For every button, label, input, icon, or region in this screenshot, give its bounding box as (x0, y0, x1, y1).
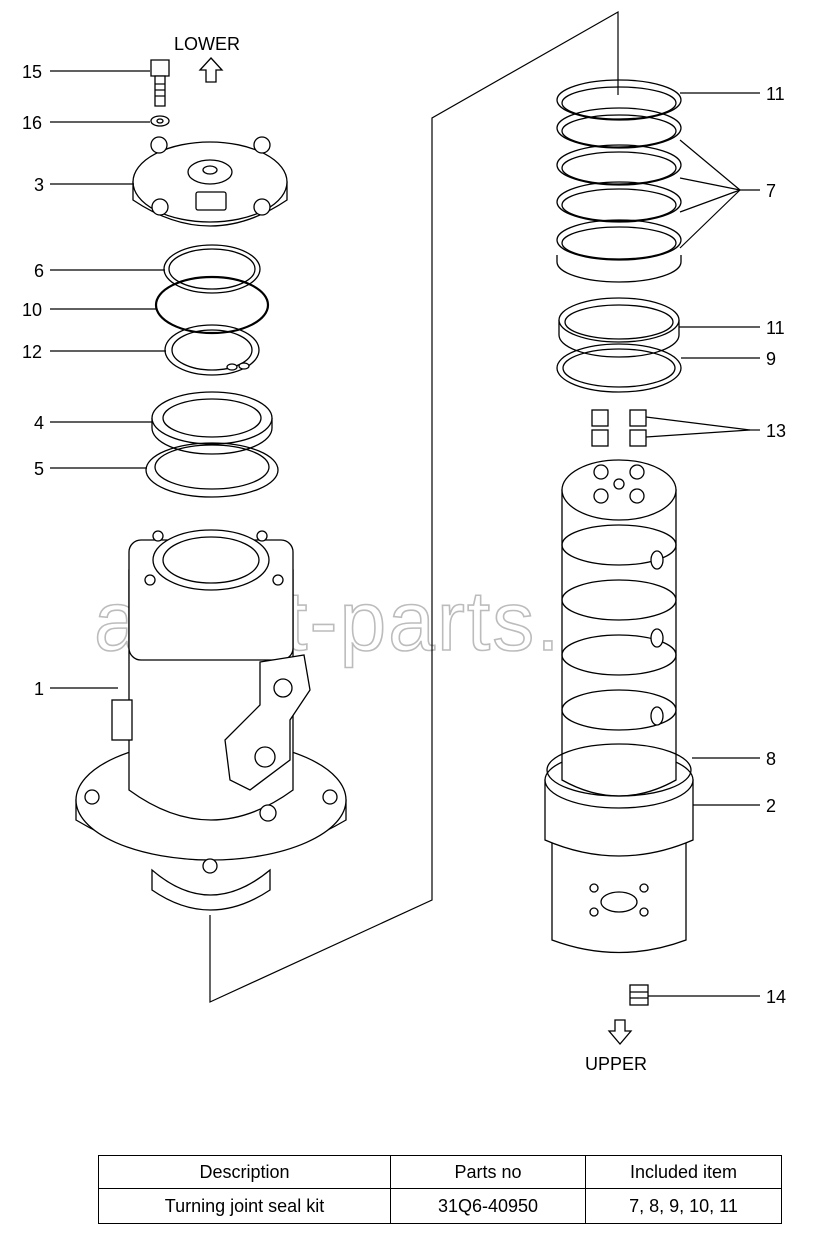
upper-label: UPPER (585, 1054, 647, 1074)
exploded-parts-diagram: ansat-parts.ru LOWER UPPER (22, 10, 786, 1074)
cell-parts-no: 31Q6-40950 (390, 1188, 586, 1224)
callout-12: 12 (22, 342, 42, 362)
callout-6: 6 (34, 261, 44, 281)
cell-description: Turning joint seal kit (98, 1188, 391, 1224)
o-ring-part-9 (556, 343, 682, 393)
callout-11-top: 11 (766, 84, 785, 104)
arrow-up-icon (198, 57, 224, 83)
o-ring-part-6 (163, 244, 261, 294)
leader-lines (50, 70, 760, 997)
seal-rings-part-7-11 (556, 79, 682, 283)
plug-part-14 (629, 984, 649, 1006)
callout-1: 1 (34, 679, 44, 699)
callout-7: 7 (766, 181, 776, 201)
assembly-line (209, 10, 619, 1003)
callout-15: 15 (22, 62, 42, 82)
shaft-part-2 (544, 459, 694, 954)
callout-2: 2 (766, 796, 776, 816)
cover-part-3 (132, 136, 288, 227)
ring-part-4 (151, 391, 273, 455)
arrow-down-icon (607, 1019, 633, 1046)
lower-label: LOWER (174, 34, 240, 54)
shim-part-5 (145, 442, 279, 498)
callout-9: 9 (766, 349, 776, 369)
bolt-part-15 (150, 59, 170, 107)
seal-kit-table: Description Parts no Included item Turni… (98, 1155, 782, 1224)
cell-included-item: 7, 8, 9, 10, 11 (585, 1188, 782, 1224)
header-included-item: Included item (585, 1155, 782, 1189)
hub-part-1 (75, 529, 347, 911)
plugs-part-13 (591, 409, 647, 447)
callout-4: 4 (34, 413, 44, 433)
table-row: Turning joint seal kit 31Q6-40950 7, 8, … (98, 1188, 782, 1224)
callout-3: 3 (34, 175, 44, 195)
o-ring-part-10 (154, 275, 270, 335)
washer-part-16 (150, 115, 170, 127)
header-description: Description (98, 1155, 391, 1189)
callout-5: 5 (34, 459, 44, 479)
callout-11-mid: 11 (766, 318, 785, 338)
snap-ring-part-12 (164, 324, 260, 376)
callout-8: 8 (766, 749, 776, 769)
callout-13: 13 (766, 421, 786, 441)
header-parts-no: Parts no (390, 1155, 586, 1189)
callout-16: 16 (22, 113, 42, 133)
callout-10: 10 (22, 300, 42, 320)
callout-14: 14 (766, 987, 786, 1007)
table-header-row: Description Parts no Included item (98, 1155, 782, 1189)
ring-part-11 (558, 297, 680, 358)
